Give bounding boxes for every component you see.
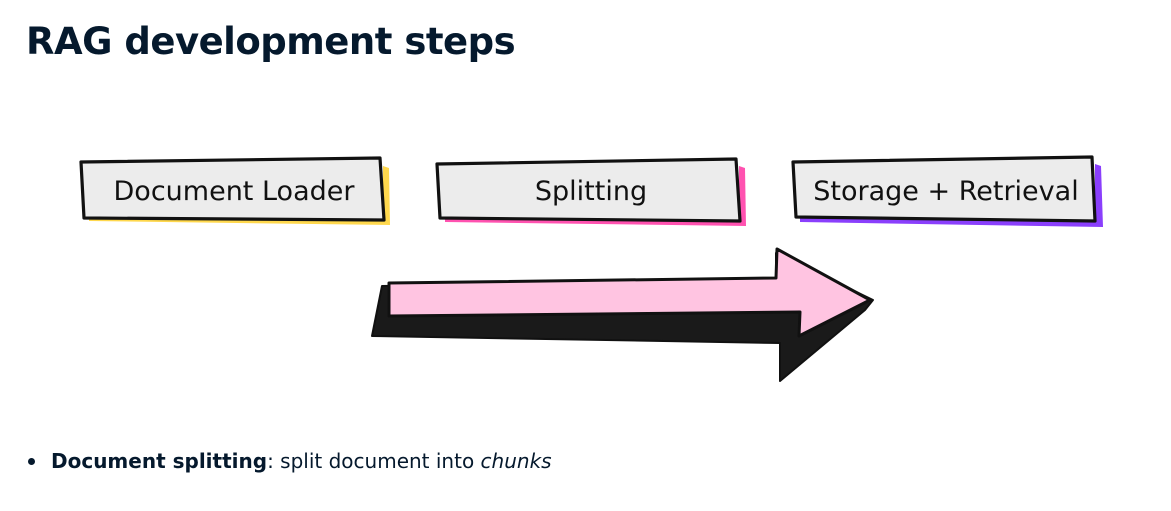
flow-arrow-icon — [371, 247, 874, 382]
step-splitting-box — [435, 157, 742, 223]
rag-steps-diagram: Document Loader Splitting Storage + Retr… — [79, 155, 1103, 382]
bullet-emphasis: chunks — [480, 449, 552, 473]
bullet-term: Document splitting — [51, 449, 268, 473]
bullet-text: split document into — [273, 449, 481, 473]
step-document-loader-label: Document Loader — [114, 176, 356, 207]
bullet-document-splitting: Document splitting: split document into … — [28, 449, 552, 473]
flow-arrow-body — [387, 247, 872, 338]
step-splitting-label: Splitting — [535, 176, 647, 207]
bullet-dot-icon — [28, 457, 35, 465]
page-title: RAG development steps — [26, 20, 516, 63]
step-splitting: Splitting — [435, 157, 746, 226]
bullet-colon: : — [267, 449, 274, 473]
step-storage-retrieval-label: Storage + Retrieval — [813, 176, 1078, 207]
step-document-loader: Document Loader — [79, 156, 390, 225]
step-document-loader-box — [79, 156, 386, 222]
step-storage-retrieval: Storage + Retrieval — [791, 155, 1103, 227]
step-storage-retrieval-box — [791, 155, 1097, 223]
step-splitting-accent — [445, 166, 746, 226]
